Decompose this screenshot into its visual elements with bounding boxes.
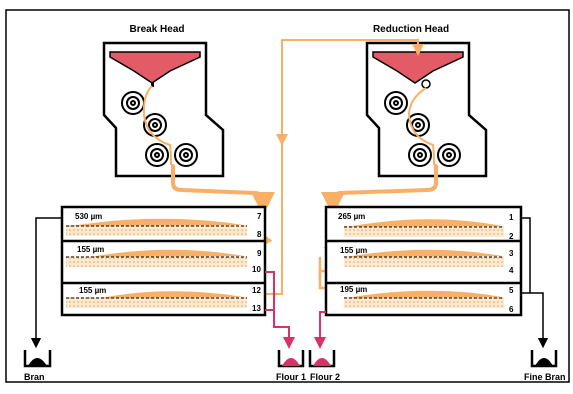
left-port-9: 9: [257, 249, 262, 258]
right-port-3: 3: [509, 249, 514, 258]
right-sifter: [324, 205, 523, 317]
left-port-8: 8: [257, 230, 262, 239]
bran-lines: [30, 217, 549, 349]
left-screen-1-mesh: 530 µm: [75, 212, 102, 221]
right-port-2: 2: [509, 232, 514, 241]
right-port-4: 4: [509, 266, 514, 275]
left-screen-2-mesh: 155 µm: [77, 245, 104, 254]
left-screen-3-mesh: 155 µm: [79, 286, 106, 295]
right-screen-1-mesh: 265 µm: [338, 212, 365, 221]
left-port-13: 13: [252, 304, 261, 313]
bran-bin: [23, 350, 52, 368]
flour2-label: Flour 2: [310, 372, 340, 382]
break-hopper: [109, 51, 201, 84]
left-sifter-screen-2: 155 µm 9 10: [77, 245, 262, 274]
right-sifter-screen-2: 155 µm 3 4: [340, 246, 514, 275]
right-port-5: 5: [509, 286, 514, 295]
reduction-hopper: [372, 51, 464, 84]
right-screen-3-mesh: 195 µm: [340, 285, 367, 294]
right-sifter-screen-3: 195 µm 5 6: [340, 285, 514, 314]
flour1-bin: [277, 350, 305, 368]
left-sifter: [60, 205, 267, 317]
right-port-1: 1: [509, 213, 514, 222]
reduction-head-title: Reduction Head: [373, 24, 449, 35]
fine-bran-bin: [530, 350, 558, 368]
left-sifter-screen-1: 530 µm 7 8: [75, 212, 262, 239]
left-sifter-screen-3: 155 µm 12 13: [79, 286, 261, 313]
left-port-12: 12: [252, 286, 261, 295]
left-port-10: 10: [252, 265, 261, 274]
right-sifter-screen-1: 265 µm 1 2: [338, 212, 514, 241]
left-port-7: 7: [257, 212, 262, 221]
right-port-6: 6: [509, 305, 514, 314]
break-head-title: Break Head: [129, 24, 184, 35]
diagram-frame: [5, 9, 570, 383]
right-screen-2-mesh: 155 µm: [340, 246, 367, 255]
fine-bran-label: Fine Bran: [524, 372, 566, 382]
flour1-label: Flour 1: [276, 372, 306, 382]
bran-label: Bran: [24, 372, 45, 382]
flour2-bin: [308, 350, 336, 368]
flour-streams: [265, 271, 326, 349]
break-head-machine: [102, 41, 225, 178]
reduction-head-machine: [365, 41, 488, 178]
